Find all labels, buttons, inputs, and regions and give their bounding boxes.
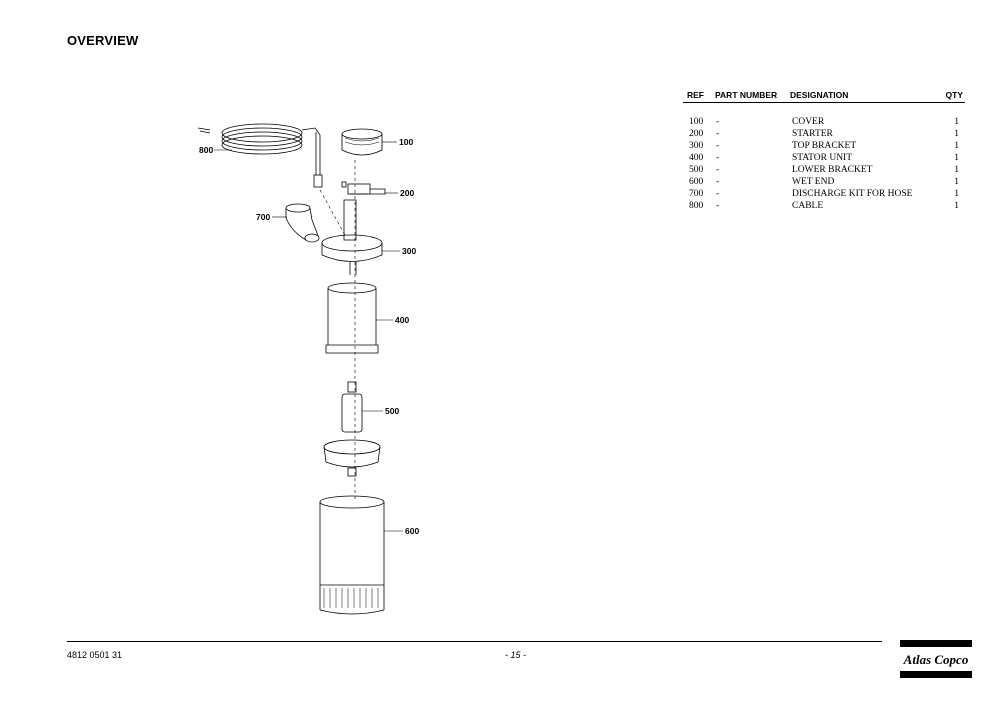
exploded-view-diagram: 800 100 200 700 300 400 500 600 (197, 123, 419, 615)
starter-part (341, 181, 386, 195)
cell-part-number: - (716, 117, 720, 127)
cell-designation: CABLE (792, 201, 824, 211)
cell-ref: 300 (689, 141, 704, 151)
table-row: 600 - WET END 1 (683, 177, 965, 189)
footer-divider (67, 641, 882, 642)
cell-part-number: - (716, 141, 720, 151)
table-row: 400 - STATOR UNIT 1 (683, 153, 965, 165)
cell-qty: 1 (954, 117, 959, 127)
cell-part-number: - (716, 189, 720, 199)
cable-coil (197, 123, 323, 188)
table-row: 300 - TOP BRACKET 1 (683, 141, 965, 153)
cell-ref: 200 (689, 129, 704, 139)
cell-designation: DISCHARGE KIT FOR HOSE (792, 189, 913, 199)
callout-600: 600 (405, 526, 419, 536)
callout-300: 300 (402, 246, 416, 256)
table-row: 200 - STARTER 1 (683, 129, 965, 141)
cell-ref: 700 (689, 189, 704, 199)
cell-qty: 1 (954, 201, 959, 211)
wet-end-part (319, 495, 385, 615)
cell-part-number: - (716, 177, 720, 187)
parts-table-header: REF PART NUMBER DESIGNATION QTY (683, 88, 965, 103)
cell-qty: 1 (954, 129, 959, 139)
cell-qty: 1 (954, 141, 959, 151)
callout-200: 200 (400, 188, 414, 198)
page-number: - 15 - (505, 650, 527, 660)
cell-qty: 1 (954, 165, 959, 175)
table-row: 700 - DISCHARGE KIT FOR HOSE 1 (683, 189, 965, 201)
document-number: 4812 0501 31 (67, 650, 123, 660)
cell-qty: 1 (954, 189, 959, 199)
cell-ref: 800 (689, 201, 704, 211)
cell-qty: 1 (954, 177, 959, 187)
cell-designation: STATOR UNIT (792, 153, 853, 163)
cell-designation: COVER (792, 117, 825, 127)
cell-designation: LOWER BRACKET (792, 165, 873, 175)
table-row: 800 - CABLE 1 (683, 201, 965, 213)
lower-bracket-part (323, 381, 381, 477)
cell-part-number: - (716, 153, 720, 163)
callout-700: 700 (256, 212, 270, 222)
callout-500: 500 (385, 406, 399, 416)
parts-table: REF PART NUMBER DESIGNATION QTY 100 - COVE… (683, 88, 965, 213)
atlas-copco-logo: Atlas Copco (900, 640, 972, 678)
cell-ref: 500 (689, 165, 704, 175)
cell-designation: TOP BRACKET (792, 141, 857, 151)
header-part-number: PART NUMBER (715, 90, 778, 100)
callout-400: 400 (395, 315, 409, 325)
cell-part-number: - (716, 129, 720, 139)
cover-part (341, 128, 383, 156)
cell-designation: WET END (792, 177, 835, 187)
cell-ref: 600 (689, 177, 704, 187)
stator-unit-part (325, 282, 379, 354)
cell-designation: STARTER (792, 129, 833, 139)
header-designation: DESIGNATION (790, 90, 849, 100)
svg-text:Atlas Copco: Atlas Copco (903, 652, 969, 667)
callout-800: 800 (199, 145, 213, 155)
table-row: 100 - COVER 1 (683, 117, 965, 129)
cell-part-number: - (716, 165, 720, 175)
cell-ref: 400 (689, 153, 704, 163)
table-row: 500 - LOWER BRACKET 1 (683, 165, 965, 177)
header-qty: QTY (945, 90, 963, 100)
discharge-elbow (285, 203, 320, 243)
page-title: OVERVIEW (67, 33, 139, 48)
cell-part-number: - (716, 201, 720, 211)
callout-100: 100 (399, 137, 413, 147)
top-bracket-part (321, 199, 383, 275)
header-ref: REF (687, 90, 704, 100)
cell-qty: 1 (954, 153, 959, 163)
cell-ref: 100 (689, 117, 704, 127)
